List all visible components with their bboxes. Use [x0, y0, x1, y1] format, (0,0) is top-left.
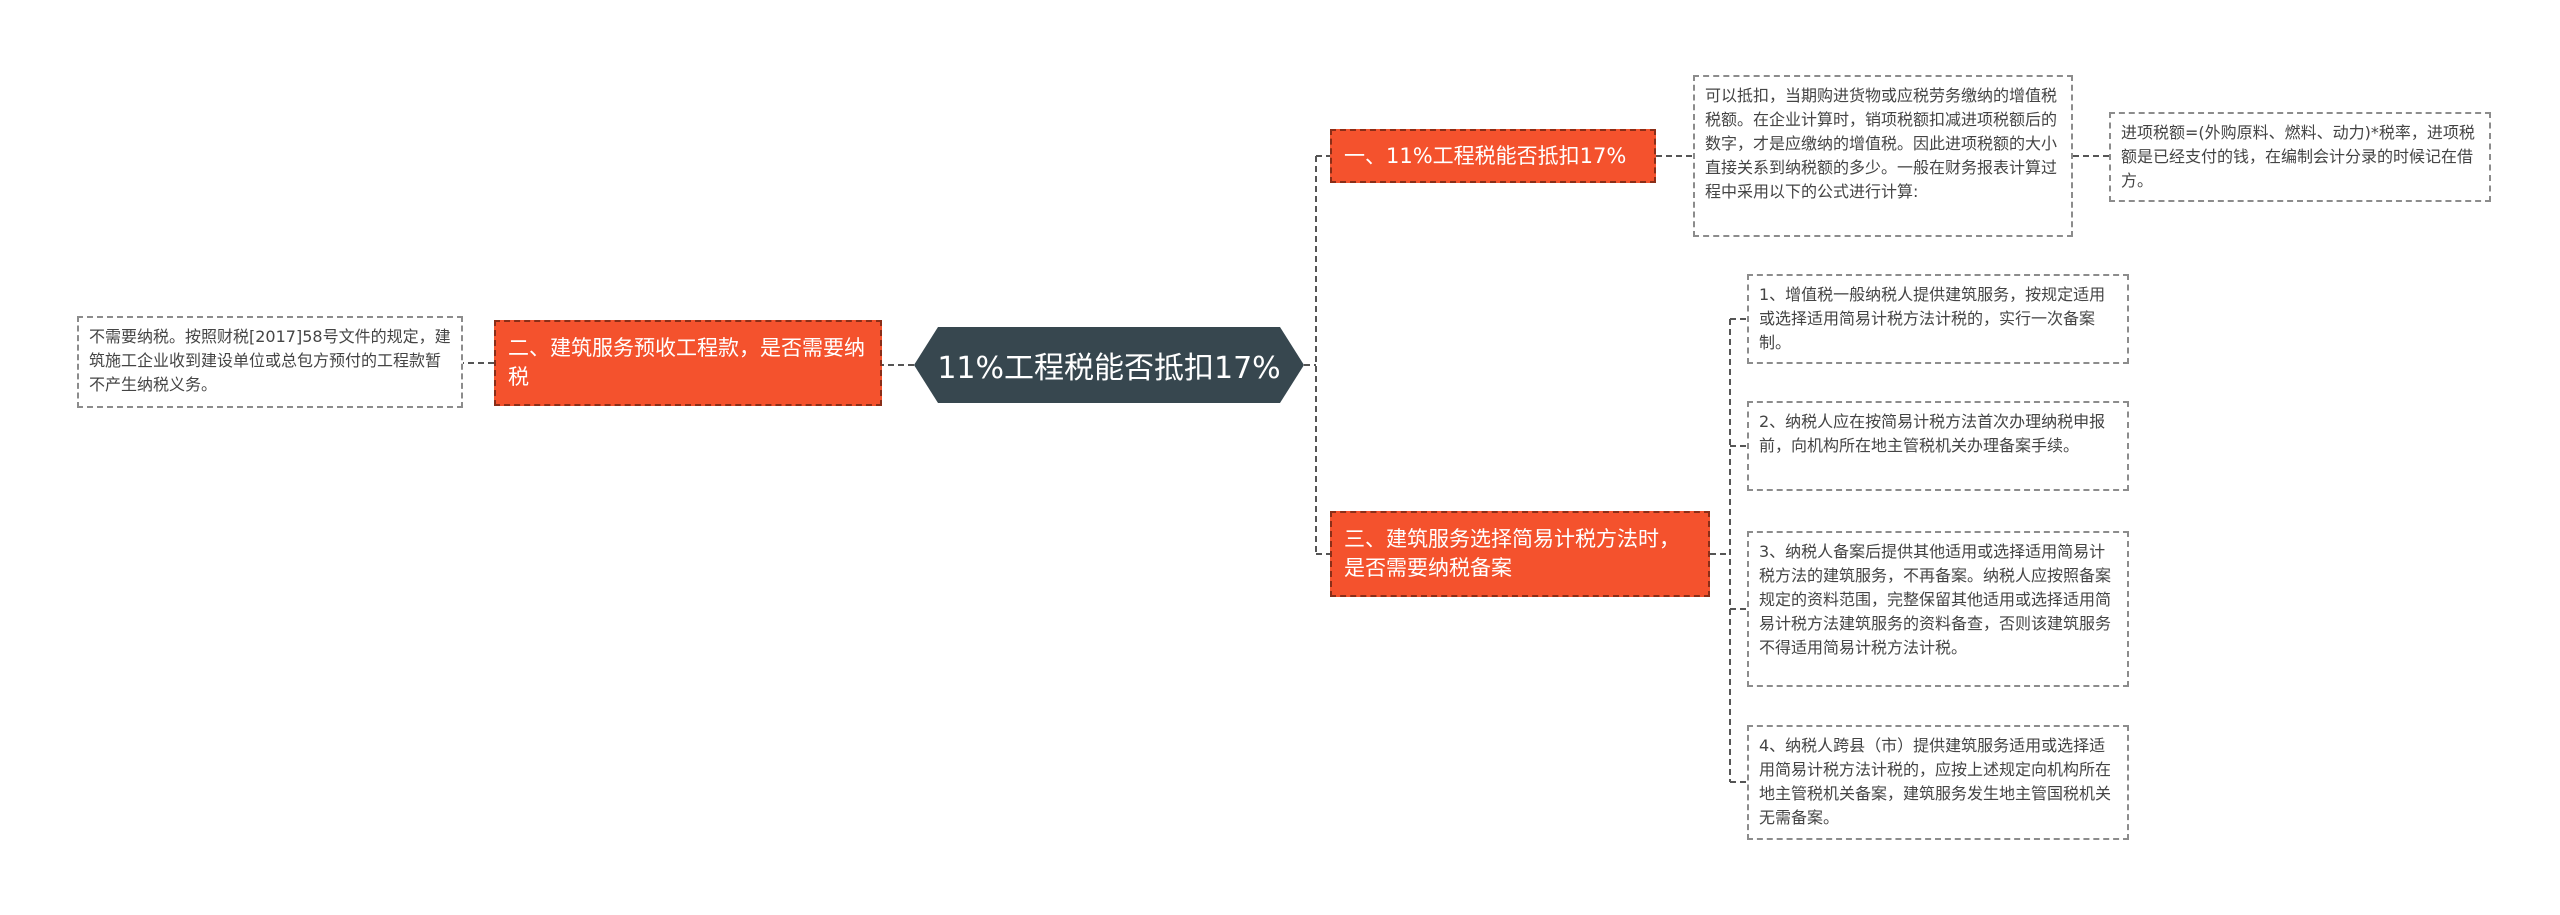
leaf-filing-rule-3-text: 3、纳税人备案后提供其他适用或选择适用简易计税方法的建筑服务，不再备案。纳税人应… [1759, 542, 2112, 657]
root-topic-label: 11%工程税能否抵扣17% [937, 351, 1281, 386]
leaf-deduction-detail[interactable]: 可以抵扣，当期购进货物或应税劳务缴纳的增值税税额。在企业计算时，销项税额扣减进项… [1693, 75, 2073, 237]
leaf-input-tax-formula[interactable]: 进项税额=(外购原料、燃料、动力)*税率，进项税额是已经支付的钱，在编制会计分录… [2109, 112, 2491, 202]
leaf-prepayment-detail[interactable]: 不需要纳税。按照财税[2017]58号文件的规定，建筑施工企业收到建设单位或总包… [77, 316, 463, 408]
leaf-deduction-detail-text: 可以抵扣，当期购进货物或应税劳务缴纳的增值税税额。在企业计算时，销项税额扣减进项… [1705, 86, 2058, 201]
branch-topic-3-label: 三、建筑服务选择简易计税方法时，是否需要纳税备案 [1344, 527, 1680, 580]
leaf-filing-rule-1[interactable]: 1、增值税一般纳税人提供建筑服务，按规定适用或选择适用简易计税方法计税的，实行一… [1747, 274, 2129, 364]
branch-topic-1-label: 一、11%工程税能否抵扣17% [1344, 143, 1627, 168]
leaf-filing-rule-2[interactable]: 2、纳税人应在按简易计税方法首次办理纳税申报前，向机构所在地主管税机关办理备案手… [1747, 401, 2129, 491]
leaf-filing-rule-4[interactable]: 4、纳税人跨县（市）提供建筑服务适用或选择适用简易计税方法计税的，应按上述规定向… [1747, 725, 2129, 840]
leaf-prepayment-detail-text: 不需要纳税。按照财税[2017]58号文件的规定，建筑施工企业收到建设单位或总包… [89, 327, 451, 394]
leaf-filing-rule-2-text: 2、纳税人应在按简易计税方法首次办理纳税申报前，向机构所在地主管税机关办理备案手… [1759, 412, 2106, 455]
branch-topic-1[interactable]: 一、11%工程税能否抵扣17% [1330, 129, 1656, 183]
leaf-filing-rule-3[interactable]: 3、纳税人备案后提供其他适用或选择适用简易计税方法的建筑服务，不再备案。纳税人应… [1747, 531, 2129, 687]
branch-topic-2[interactable]: 二、建筑服务预收工程款，是否需要纳税 [494, 320, 882, 406]
leaf-filing-rule-4-text: 4、纳税人跨县（市）提供建筑服务适用或选择适用简易计税方法计税的，应按上述规定向… [1759, 736, 2112, 827]
root-topic[interactable]: 11%工程税能否抵扣17% [914, 327, 1304, 403]
leaf-filing-rule-1-text: 1、增值税一般纳税人提供建筑服务，按规定适用或选择适用简易计税方法计税的，实行一… [1759, 285, 2106, 352]
branch-topic-3[interactable]: 三、建筑服务选择简易计税方法时，是否需要纳税备案 [1330, 511, 1710, 597]
branch-topic-2-label: 二、建筑服务预收工程款，是否需要纳税 [508, 336, 865, 389]
leaf-input-tax-formula-text: 进项税额=(外购原料、燃料、动力)*税率，进项税额是已经支付的钱，在编制会计分录… [2121, 123, 2475, 190]
